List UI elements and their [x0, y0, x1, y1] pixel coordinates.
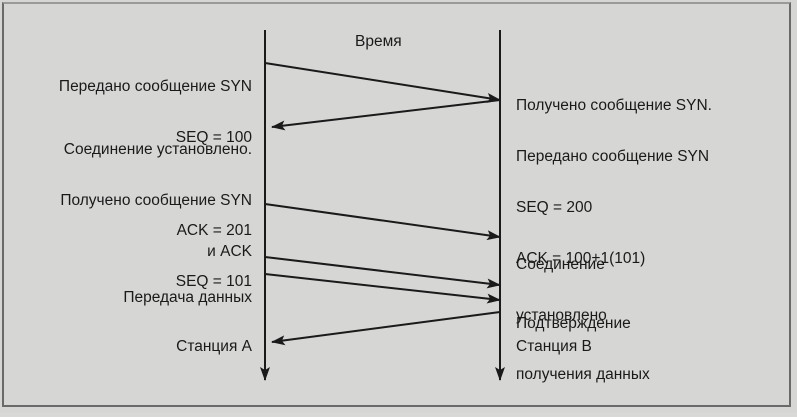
data-arrow-2 — [264, 273, 501, 304]
label-line: установлено — [516, 307, 607, 324]
label-line: Передано сообщение SYN — [58, 78, 252, 95]
figure-frame — [2, 2, 791, 407]
right-label-syn-received: Получено сообщение SYN. Передано сообщен… — [516, 63, 712, 301]
time-label: Время — [355, 33, 402, 50]
label-line: Передано сообщение SYN — [516, 148, 710, 165]
station-b-label: Станция В — [516, 338, 592, 355]
label-line: Передача данных — [123, 289, 252, 306]
left-label-syn-sent: Передано сообщение SYN SEQ = 100 — [30, 44, 252, 180]
syn-ack-message-arrow — [271, 99, 501, 131]
left-label-ack: ACK = 201 SEQ = 101 — [120, 188, 252, 324]
ack-message-arrow — [264, 203, 501, 241]
right-label-data-ack: Подтверждение получения данных — [516, 281, 650, 417]
right-label-connection-established: Соединение установлено — [516, 222, 607, 358]
data-ack-arrow — [271, 311, 501, 346]
data-arrow-1 — [264, 256, 501, 289]
syn-message-arrow — [264, 62, 501, 103]
station-a-label: Станция А — [176, 338, 252, 355]
label-line: получения данных — [516, 366, 650, 383]
label-line: Получено сообщение SYN — [60, 192, 252, 209]
label-line: ACK = 100+1(101) — [516, 250, 646, 267]
label-line: SEQ = 100 — [175, 129, 252, 146]
label-line: Подтверждение — [516, 315, 631, 332]
left-label-connection-established: Соединение установлено. Получено сообщен… — [22, 107, 252, 294]
label-line: SEQ = 101 — [175, 273, 252, 290]
label-line: Соединение установлено. — [63, 141, 252, 158]
left-label-data-transfer: Передача данных — [60, 255, 252, 340]
label-line: SEQ = 200 — [516, 199, 593, 216]
label-line: Соединение — [516, 256, 605, 273]
label-line: Получено сообщение SYN. — [516, 97, 712, 114]
label-line: ACK = 201 — [176, 222, 252, 239]
label-line: и ACK — [207, 243, 252, 260]
